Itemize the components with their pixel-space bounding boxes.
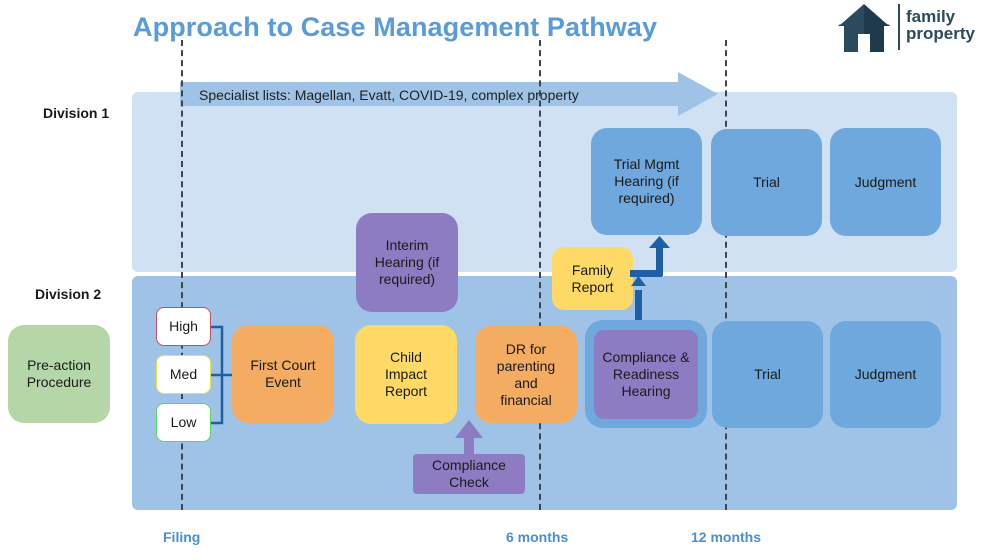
twelve-months-line: [725, 40, 727, 510]
trial-division-1: Trial: [711, 129, 822, 236]
division-2-label: Division 2: [35, 286, 102, 302]
trial-management-hearing: Trial Mgmt Hearing (if required): [591, 128, 702, 235]
timeline-6-months: 6 months: [506, 529, 569, 545]
priority-connector: [210, 325, 234, 425]
house-icon: [838, 2, 890, 52]
six-months-line: [539, 40, 541, 510]
priority-low: Low: [156, 403, 211, 442]
priority-med: Med: [156, 355, 211, 394]
dr-parenting-financial: DR for parenting and financial: [475, 326, 577, 423]
child-impact-report: Child Impact Report: [355, 325, 457, 424]
family-report: Family Report: [552, 247, 633, 310]
interim-hearing: Interim Hearing (if required): [356, 213, 458, 312]
pre-action-procedure: Pre-action Procedure: [8, 325, 110, 423]
priority-high: High: [156, 307, 211, 346]
trial-division-2: Trial: [712, 321, 823, 428]
specialist-banner-text: Specialist lists: Magellan, Evatt, COVID…: [199, 87, 579, 103]
compliance-readiness-hearing: Compliance & Readiness Hearing: [594, 330, 698, 419]
judgment-division-1: Judgment: [830, 128, 941, 236]
first-court-event: First Court Event: [232, 325, 334, 423]
logo: family property: [836, 0, 986, 54]
division-1-label: Division 1: [43, 105, 110, 121]
logo-text-1: family: [906, 7, 956, 26]
timeline-filing: Filing: [163, 529, 201, 545]
compliance-check: Compliance Check: [413, 454, 525, 494]
timeline-12-months: 12 months: [691, 529, 762, 545]
escalation-arrow: [630, 236, 670, 326]
judgment-division-2: Judgment: [830, 321, 941, 428]
page-title: Approach to Case Management Pathway: [133, 12, 658, 42]
filing-line: [181, 40, 183, 510]
logo-divider: [898, 4, 900, 50]
logo-text-2: property: [906, 24, 975, 43]
specialist-arrow: [180, 72, 718, 116]
up-arrow-purple: [455, 420, 483, 456]
